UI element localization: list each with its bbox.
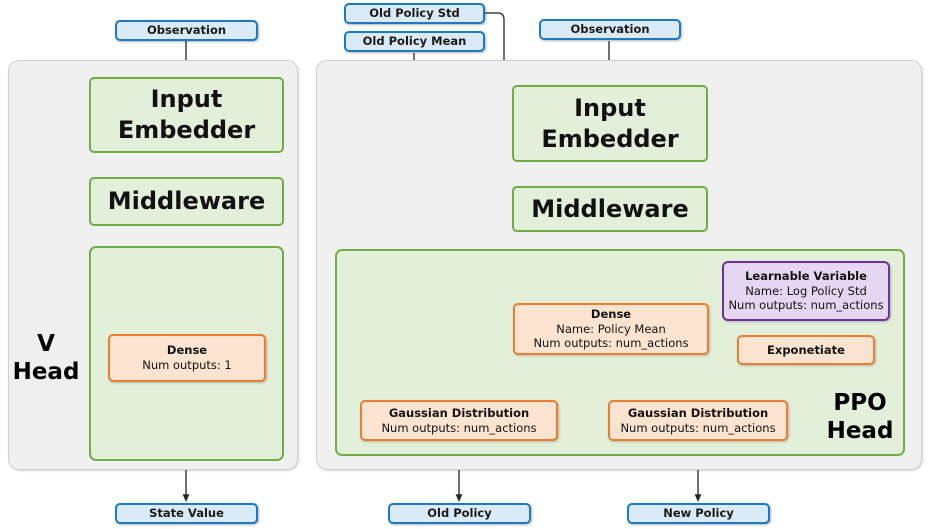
module-label: Middleware [531, 194, 689, 223]
op-title: Exponetiate [767, 342, 845, 357]
op-line-1: Num outputs: num_actions [381, 420, 537, 435]
pill-label: State Value [149, 506, 224, 521]
op-title: Dense [166, 343, 208, 358]
variable-line-2: Num outputs: num_actions [728, 298, 884, 313]
ppo-head-input-old-policy-mean[interactable]: Old Policy Mean [344, 31, 485, 52]
op-line-1: Num outputs: 1 [142, 358, 232, 372]
op-title: Gaussian Distribution [388, 405, 530, 420]
op-title: Gaussian Distribution [627, 405, 769, 420]
pill-label: Observation [146, 23, 227, 38]
variable-line-1: Name: Log Policy Std [745, 283, 867, 298]
pill-label: New Policy [663, 506, 734, 521]
ppo-head-output-old-policy[interactable]: Old Policy [388, 503, 531, 524]
op-title: Dense [590, 306, 632, 321]
v-head-output-state-value[interactable]: State Value [115, 503, 258, 524]
ppo-head-input-observation[interactable]: Observation [539, 19, 681, 40]
ppo-head-op-gaussian-distribution-old[interactable]: Gaussian Distribution Num outputs: num_a… [360, 400, 558, 441]
pill-label: Old Policy Mean [362, 34, 467, 49]
ppo-head-input-old-policy-std[interactable]: Old Policy Std [344, 3, 485, 24]
ppo-head-output-new-policy[interactable]: New Policy [627, 503, 770, 524]
ppo-head-op-exponetiate[interactable]: Exponetiate [737, 335, 875, 365]
module-label: Input Embedder [117, 85, 256, 144]
pill-label: Observation [570, 22, 650, 37]
op-line-1: Num outputs: num_actions [620, 420, 776, 435]
v-head-input-observation[interactable]: Observation [115, 20, 258, 41]
ppo-head-module-input-embedder[interactable]: Input Embedder [512, 85, 708, 162]
v-head-caption: V Head [12, 331, 80, 386]
op-line-2: Num outputs: num_actions [533, 336, 689, 351]
v-head-module-input-embedder[interactable]: Input Embedder [89, 77, 284, 153]
module-label: Input Embedder [541, 93, 679, 153]
pill-label: Old Policy Std [369, 6, 460, 21]
variable-title: Learnable Variable [745, 268, 867, 283]
v-head-op-dense[interactable]: Dense Num outputs: 1 [108, 334, 266, 382]
op-line-1: Name: Policy Mean [556, 321, 666, 336]
pill-label: Old Policy [427, 506, 492, 521]
ppo-head-caption: PPO Head [826, 390, 894, 445]
ppo-head-module-middleware[interactable]: Middleware [512, 186, 708, 232]
ppo-head-op-dense-policy-mean[interactable]: Dense Name: Policy Mean Num outputs: num… [513, 303, 709, 355]
ppo-head-op-gaussian-distribution-new[interactable]: Gaussian Distribution Num outputs: num_a… [608, 400, 788, 441]
ppo-head-learnable-variable-log-policy-std[interactable]: Learnable Variable Name: Log Policy Std … [722, 261, 890, 321]
module-label: Middleware [107, 187, 266, 216]
v-head-module-middleware[interactable]: Middleware [89, 177, 284, 226]
